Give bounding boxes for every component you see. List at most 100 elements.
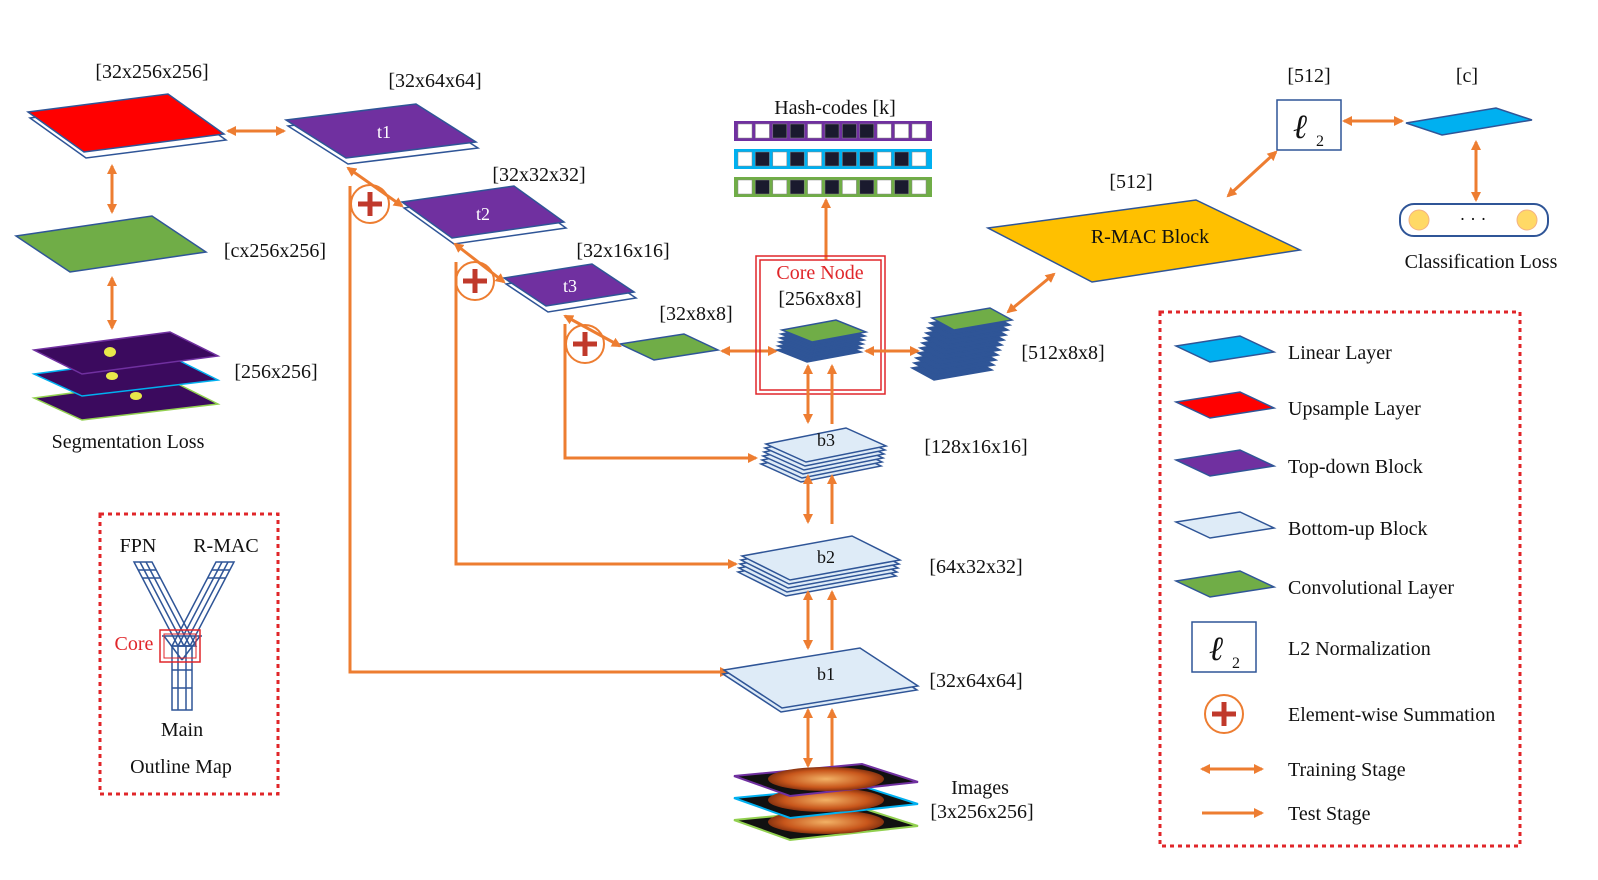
t1-label: t1 — [377, 122, 391, 142]
legend-label: Upsample Layer — [1288, 398, 1421, 420]
images-label: Images — [951, 777, 1009, 799]
l2-symbol: ℓ — [1293, 109, 1307, 146]
input-images — [733, 762, 919, 842]
b2-label: b2 — [817, 547, 835, 567]
seg-loss-label: Segmentation Loss — [52, 431, 205, 453]
t2-dim: [32x32x32] — [492, 164, 585, 186]
outline-map-figure — [132, 561, 236, 711]
core-dim: [256x8x8] — [778, 288, 861, 310]
classification-output — [1399, 203, 1549, 237]
t2-label: t2 — [476, 204, 490, 224]
vertical-arrows — [803, 364, 837, 768]
b1-label: b1 — [817, 664, 835, 684]
legend-item: Bottom-up Block — [1173, 511, 1427, 540]
b1-dim: [32x64x64] — [929, 670, 1022, 692]
outline-core-inner — [163, 633, 197, 659]
bottomup-block-b2 — [735, 535, 903, 597]
t3-dim: [32x16x16] — [576, 240, 669, 262]
legend-item: Convolutional Layer — [1173, 570, 1454, 599]
t1-dim: [32x64x64] — [388, 70, 481, 92]
class-dots: · · · — [1460, 209, 1487, 229]
hash-code-row — [734, 121, 932, 141]
stack-layer — [739, 535, 903, 581]
b2-dim: [64x32x32] — [929, 556, 1022, 578]
conv-layer-8x8 — [617, 333, 721, 361]
topdown-block-t1 — [283, 103, 481, 165]
outline-core: Core — [115, 633, 154, 655]
topdown-block-icon — [1173, 449, 1277, 477]
rmac-l2-arrow — [1226, 150, 1278, 198]
seg-conv-dim: [cx256x256] — [224, 240, 326, 262]
hash-title: Hash-codes [k] — [774, 97, 896, 119]
conv8-dim: [32x8x8] — [659, 303, 732, 325]
t3-label: t3 — [563, 276, 577, 296]
core-stack — [774, 319, 869, 363]
rmac-dim: [512] — [1109, 171, 1152, 193]
hash-code-row — [734, 149, 932, 169]
legend-label: Top-down Block — [1288, 456, 1423, 478]
l2-dim: [512] — [1287, 65, 1330, 87]
rmac-label: R-MAC Block — [1091, 226, 1209, 248]
legend-label: Element-wise Summation — [1288, 704, 1495, 726]
l2-node — [1276, 99, 1342, 151]
sum-node-1 — [350, 184, 390, 224]
linear-layer — [1405, 107, 1533, 136]
legend-label: Bottom-up Block — [1288, 518, 1427, 540]
legend-label: L2 Normalization — [1288, 638, 1431, 660]
seg-conv-layer — [13, 215, 209, 273]
conv-layer-icon — [1173, 570, 1277, 598]
hash-code-row — [734, 177, 932, 197]
t2-t3-arrow — [453, 242, 506, 284]
svg-text:ℓ: ℓ — [1209, 631, 1223, 668]
outline-rmac: R-MAC — [193, 535, 259, 557]
stack-layer — [721, 647, 921, 709]
512-rmac-arrow — [1006, 272, 1056, 314]
legend-item: Top-down Block — [1173, 449, 1423, 478]
stack-layer — [763, 427, 889, 463]
images-dim: [3x256x256] — [930, 801, 1033, 823]
upsample-layer — [26, 93, 228, 159]
hash-code-rows — [734, 121, 932, 197]
legend-label: Test Stage — [1288, 803, 1371, 825]
rmac-block — [985, 199, 1303, 283]
outline-title: Outline Map — [130, 756, 232, 778]
legend-item: Training Stage — [1200, 759, 1406, 781]
svg-text:2: 2 — [1232, 655, 1240, 672]
topdown-block-t3 — [501, 263, 639, 313]
core-title: Core Node — [776, 262, 863, 284]
seg-map-dim: [256x256] — [234, 361, 317, 383]
outline-core-box — [159, 629, 201, 663]
seg-up-dim: [32x256x256] — [95, 61, 208, 83]
stack-layer — [779, 319, 869, 343]
legend-item: Linear Layer — [1173, 335, 1392, 364]
legend-label: Linear Layer — [1288, 342, 1392, 364]
l2-sub: 2 — [1316, 133, 1324, 150]
outline-main: Main — [161, 719, 203, 741]
b3-label: b3 — [817, 430, 835, 450]
segmentation-maps — [31, 331, 221, 421]
legend-label: Training Stage — [1288, 759, 1406, 781]
sum-icon — [1204, 694, 1244, 734]
stack512-dim: [512x8x8] — [1021, 342, 1104, 364]
outline-map-box — [98, 512, 280, 796]
sum-node-2 — [455, 261, 495, 301]
bottomup-block-b3 — [758, 427, 889, 483]
class-loss-label: Classification Loss — [1405, 251, 1558, 273]
lateral-b3-t3 — [563, 324, 758, 463]
t1-t2-arrow — [346, 166, 404, 208]
b3-dim: [128x16x16] — [924, 436, 1027, 458]
bottomup-block-b1 — [720, 647, 921, 713]
lateral-b1-t1 — [348, 186, 730, 677]
legend-item: Element-wise Summation — [1204, 694, 1495, 734]
legend-box — [1158, 310, 1522, 848]
stack-layer — [929, 307, 1015, 331]
legend-item: Test Stage — [1202, 803, 1371, 825]
legend-label: Convolutional Layer — [1288, 577, 1454, 599]
outline-fpn: FPN — [120, 535, 157, 557]
t3-conv-arrow — [563, 314, 622, 348]
